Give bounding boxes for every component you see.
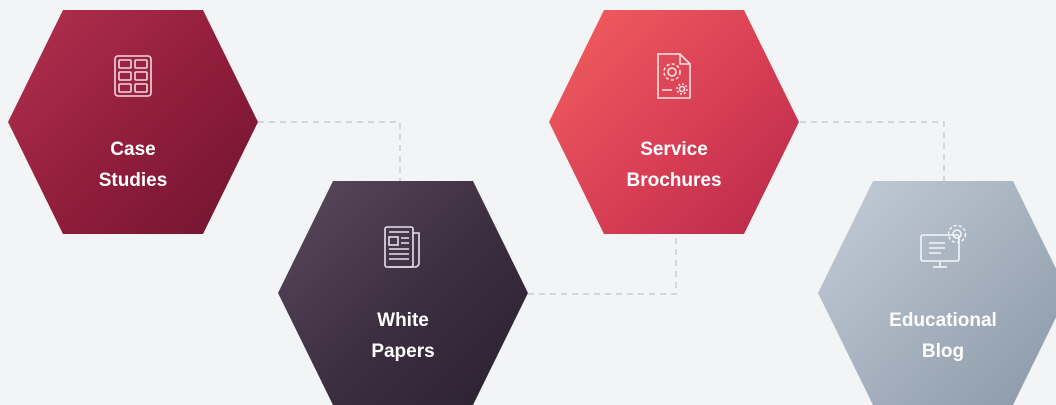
node-label-line2: Studies [98, 170, 168, 191]
connector-case-white [258, 121, 401, 182]
node-label: Service Brochures [626, 134, 721, 196]
node-label-line2: Brochures [626, 170, 722, 191]
node-label-line2: Blog [921, 341, 965, 362]
document-gear-icon [648, 50, 700, 102]
node-white-papers[interactable]: White Papers [278, 181, 528, 405]
connector-white-service [528, 236, 677, 295]
newspaper-icon [377, 221, 429, 273]
node-label: White Papers [371, 305, 434, 367]
node-educational-blog[interactable]: Educational Blog [818, 181, 1056, 405]
node-label-line1: White [377, 310, 429, 331]
connector-service-blog [800, 121, 945, 182]
node-service-brochures[interactable]: Service Brochures [549, 10, 799, 234]
node-label-line2: Papers [371, 341, 435, 362]
node-label-line1: Educational [889, 310, 997, 331]
monitor-gear-icon [917, 221, 969, 273]
node-label: Educational Blog [889, 305, 997, 367]
node-label-line1: Case [110, 139, 156, 160]
node-label-line1: Service [640, 139, 708, 160]
grid-icon [107, 50, 159, 102]
node-case-studies[interactable]: Case Studies [8, 10, 258, 234]
node-label: Case Studies [99, 134, 168, 196]
